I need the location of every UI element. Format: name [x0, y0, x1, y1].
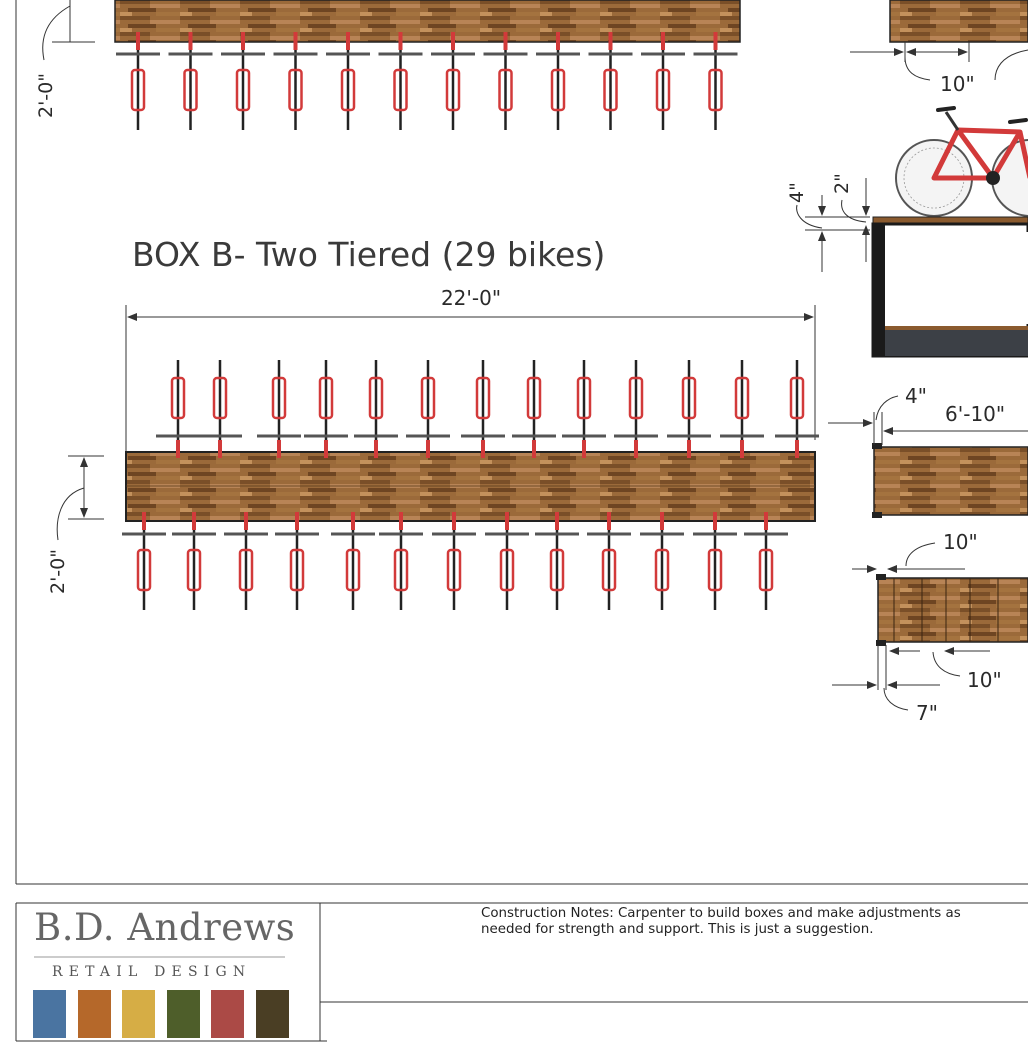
- box-a-bike: [693, 32, 738, 130]
- slat-top-leader: [905, 542, 936, 567]
- box-a-bike: [378, 32, 423, 130]
- detail-section-depth: 4" 6'-10": [828, 384, 1028, 518]
- box-a-bike: [641, 32, 685, 130]
- box-b-bike-lower: [172, 512, 216, 610]
- box-b-bike-upper: [406, 360, 450, 458]
- bike-frame: [931, 127, 1028, 181]
- slat-cap-top: [876, 574, 886, 580]
- box-b-bike-lower: [587, 512, 631, 610]
- detail-elevation: 4" 2": [786, 106, 1028, 358]
- box-b-bike-lower: [331, 512, 375, 610]
- box-a-bike: [536, 32, 580, 130]
- box-a-bike: [326, 32, 370, 130]
- title-block: [15, 902, 1028, 1042]
- box-b-bike-lower: [640, 512, 684, 610]
- box-b-bike-upper: [720, 360, 764, 458]
- box-a-wood: [114, 0, 741, 43]
- detail-top-leader: [904, 56, 931, 81]
- box-a-bike: [221, 32, 265, 130]
- section-depth-leader: [875, 395, 899, 421]
- box-b-bike-upper: [775, 360, 819, 458]
- slat-bottom-label: 10": [967, 668, 1002, 692]
- company-logo-subtitle: RETAIL DESIGN: [52, 964, 252, 980]
- box-b-bike-lower: [744, 512, 788, 610]
- bike-crank: [986, 171, 1000, 185]
- bike-seat: [1008, 118, 1028, 124]
- brand-swatch-red: [211, 990, 244, 1038]
- construction-notes: Construction Notes: Carpenter to build b…: [481, 906, 961, 937]
- brand-swatch-green: [167, 990, 200, 1038]
- detail-top-wood: [889, 0, 1028, 43]
- box-b-bike-lower: [275, 512, 319, 610]
- box-b-bike-upper: [354, 360, 398, 458]
- box-b-bike-upper: [198, 360, 242, 458]
- elev-dim-4-label: 4": [786, 182, 808, 203]
- section-offset-label: 4": [905, 384, 927, 408]
- elev-dim-2-label: 2": [831, 173, 853, 194]
- slat-edge-leader: [883, 687, 909, 711]
- detail-top-section: 10": [850, 0, 1028, 96]
- box-b-bike-upper: [562, 360, 606, 458]
- bike-handlebar: [936, 106, 956, 112]
- slat-bot-leader: [932, 651, 961, 677]
- box-b-title: BOX B- Two Tiered (29 bikes): [132, 235, 605, 274]
- box-a-bike: [588, 32, 633, 130]
- shelf-bottom-plank: [885, 326, 1028, 330]
- shelf-opening: [885, 232, 1028, 324]
- brand-swatch-blue: [33, 990, 66, 1038]
- box-a-height-label: 2'-0": [35, 73, 57, 118]
- box-b-wood: [125, 451, 816, 522]
- box-b-bike-lower: [379, 512, 423, 610]
- section-depth-cap-top: [872, 443, 882, 449]
- box-b-bike-upper: [257, 360, 301, 458]
- detail-slat-section: 10" 10" 7": [832, 530, 1028, 725]
- slat-edge-label: 7": [916, 701, 938, 725]
- box-b-bike-upper: [512, 360, 556, 458]
- box-b-bikes: [122, 360, 819, 610]
- box-b-hdim-leader: [56, 487, 85, 541]
- box-b-bike-lower: [485, 512, 529, 610]
- box-b-bike-upper: [461, 360, 505, 458]
- box-a-plan: 2'-0": [35, 0, 741, 130]
- box-b-length-label: 22'-0": [441, 286, 501, 310]
- box-b-bike-lower: [122, 512, 166, 610]
- box-b-plan: BOX B- Two Tiered (29 bikes) 22'-0" 2'-0…: [47, 235, 819, 610]
- bike-illustration: [895, 106, 1028, 217]
- elev-dim-2-leader: [841, 199, 867, 223]
- box-b-bike-upper: [667, 360, 711, 458]
- box-b-height-label: 2'-0": [47, 549, 69, 594]
- box-b-bike-lower: [693, 512, 737, 610]
- shelf-frame-post: [873, 224, 885, 356]
- slat-section-wood: [877, 577, 1028, 643]
- detail-top-spacing-label: 10": [940, 72, 975, 96]
- box-b-bike-upper: [304, 360, 348, 458]
- company-logo-name: B.D. Andrews: [34, 906, 296, 949]
- section-depth-cap-bottom: [872, 512, 882, 518]
- box-a-dim-leader: [42, 5, 71, 61]
- slat-cap-bottom: [876, 640, 886, 646]
- box-a-bike: [431, 32, 475, 130]
- box-b-bike-lower: [535, 512, 579, 610]
- elev-dim-4-leader: [796, 204, 823, 229]
- brand-swatch-brown: [256, 990, 289, 1038]
- box-a-bike: [116, 32, 160, 130]
- slat-top-label: 10": [943, 530, 978, 554]
- shelf-base: [885, 330, 1028, 356]
- box-a-bike: [273, 32, 318, 130]
- section-depth-wood: [873, 446, 1028, 516]
- bike-fork: [944, 111, 960, 131]
- detail-top-leader2: [994, 49, 1028, 81]
- box-a-bike: [483, 32, 528, 130]
- box-b-bike-upper: [156, 360, 200, 458]
- box-b-bike-lower: [224, 512, 268, 610]
- brand-swatch-orange: [78, 990, 111, 1038]
- box-b-bike-lower: [432, 512, 476, 610]
- section-depth-label: 6'-10": [945, 402, 1005, 426]
- box-b-bike-upper: [614, 360, 658, 458]
- brand-swatch-yellow: [122, 990, 155, 1038]
- box-a-bikes: [116, 32, 738, 130]
- box-a-bike: [168, 32, 213, 130]
